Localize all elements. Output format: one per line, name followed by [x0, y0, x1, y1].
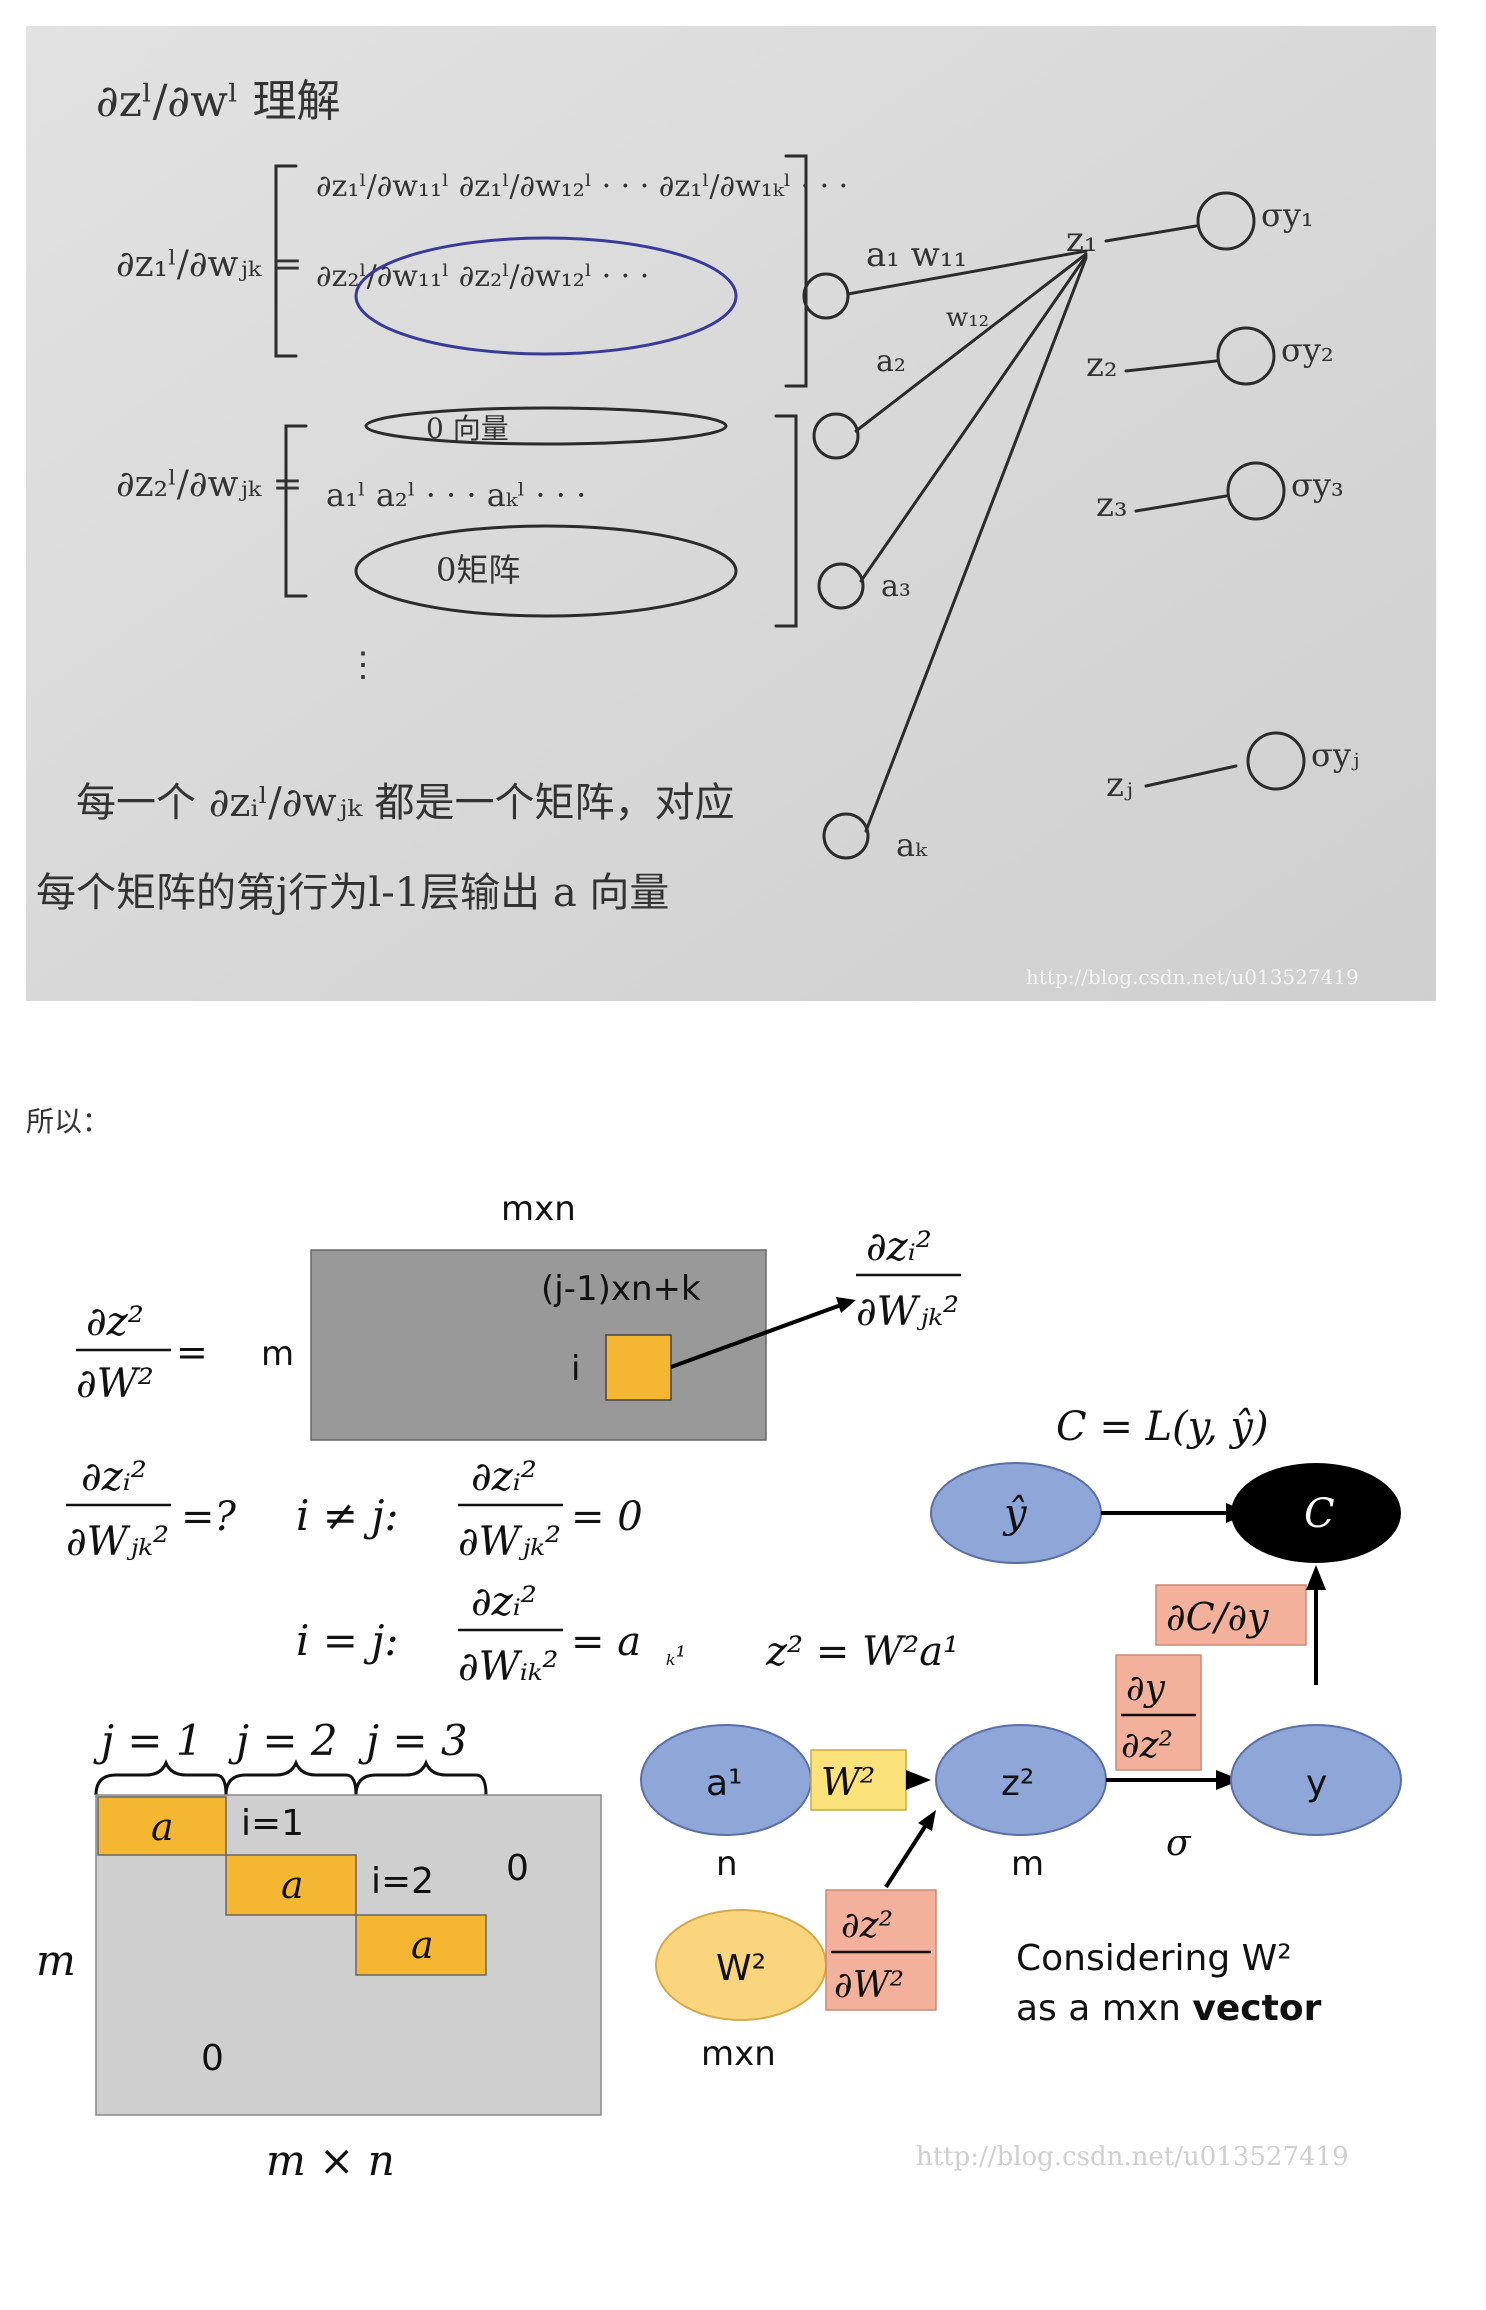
zero-upper: 0	[506, 1848, 529, 1889]
dydz-box	[1115, 1654, 1202, 1771]
svg-text:σyⱼ: σyⱼ	[1311, 736, 1359, 774]
svg-text:∂W²: ∂W²	[834, 1965, 904, 2006]
svg-text:∂Wᵢₖ²: ∂Wᵢₖ²	[458, 1644, 558, 1690]
svg-text:=: =	[176, 1330, 208, 1374]
photo-watermark: http://blog.csdn.net/u013527419	[1026, 965, 1359, 989]
svg-text:∂Wⱼₖ²: ∂Wⱼₖ²	[856, 1289, 959, 1335]
svg-text:∂Wⱼₖ²: ∂Wⱼₖ²	[66, 1519, 169, 1565]
eq-a-label: = a	[571, 1619, 641, 1665]
case-neq-label: i ≠ j:	[296, 1491, 399, 1540]
svg-text:∂z₁ˡ/∂w₁₁ˡ ∂z₁ˡ/∂w₁₂ˡ · · ·: ∂z₁ˡ/∂w₁₁ˡ ∂z₁ˡ/∂w₁₂ˡ · · · ∂z₁ˡ/∂w₁ₖˡ ·…	[316, 169, 848, 204]
handwritten-notes-photo: ∂zˡ/∂wˡ 理解 ∂z₁ˡ/∂w₁₁ˡ ∂z₁ˡ/∂w₁₂ˡ · · · ∂…	[26, 26, 1436, 1001]
i1-label: i=1	[241, 1803, 304, 1844]
yhat-label: ŷ	[1002, 1491, 1028, 1537]
svg-text:w₁₂: w₁₂	[946, 303, 989, 333]
svg-text:∂zᵢ²: ∂zᵢ²	[81, 1454, 147, 1500]
case-eq-label: i = j:	[296, 1616, 399, 1665]
sigma-label: σ	[1166, 1823, 1192, 1864]
considering-line-2-pre: as a mxn	[1016, 1988, 1192, 2029]
index-label: (j-1)xn+k	[541, 1269, 701, 1309]
svg-text:ₖ¹: ₖ¹	[666, 1642, 686, 1672]
block-a-1: a	[151, 1805, 174, 1849]
svg-text:σy₂: σy₂	[1281, 331, 1334, 369]
j2-label: j = 2	[228, 1716, 338, 1765]
block-a-2: a	[281, 1863, 304, 1907]
svg-text:z₂: z₂	[1086, 345, 1118, 385]
svg-text:aₖ: aₖ	[896, 826, 928, 864]
eq-zero: = 0	[571, 1494, 643, 1540]
question-eq: =?	[181, 1494, 237, 1540]
svg-text:∂z₂ˡ/∂wⱼₖ =: ∂z₂ˡ/∂wⱼₖ =	[116, 464, 303, 505]
m-row-label: m	[261, 1334, 294, 1374]
m-under-label: m	[1011, 1844, 1044, 1884]
w2-box-label: W²	[821, 1760, 875, 1804]
considering-line-1: Considering W²	[1016, 1938, 1292, 1979]
mxn-top-label: mxn	[501, 1189, 576, 1229]
svg-text:a₃: a₃	[881, 569, 911, 604]
svg-text:∂z₂ˡ/∂w₁₁ˡ ∂z₂ˡ/∂w₁₂ˡ · · ·: ∂z₂ˡ/∂w₁₁ˡ ∂z₂ˡ/∂w₁₂ˡ · · ·	[316, 259, 649, 294]
backprop-diagram: mxn (j-1)xn+k i m = ∂z² ∂W² ∂zᵢ² ∂Wⱼₖ² ∂…	[26, 1175, 1436, 2310]
m-side-label: m	[36, 1936, 76, 1985]
matrix-zero-label: 0矩阵	[436, 551, 520, 589]
cost-node	[1231, 1463, 1401, 1563]
svg-text:z₃: z₃	[1096, 485, 1128, 525]
j1-label: j = 1	[93, 1716, 203, 1765]
svg-text:as a mxn vector: as a mxn vector	[1016, 1988, 1322, 2029]
dcdy-box	[1155, 1584, 1307, 1646]
svg-text:∂z²: ∂z²	[86, 1299, 144, 1345]
zero-lower: 0	[201, 2038, 224, 2079]
mxn-bottom-label: m × n	[266, 2136, 395, 2185]
svg-text:∂z₁ˡ/∂wⱼₖ =: ∂z₁ˡ/∂wⱼₖ =	[116, 244, 303, 285]
jacobian-matrix-box	[310, 1249, 767, 1441]
note-line-1: 每一个 ∂zᵢˡ/∂wⱼₖ 都是一个矩阵，对应	[76, 780, 735, 826]
considering-line-2-bold: vector	[1192, 1988, 1321, 2029]
i-label: i	[571, 1349, 580, 1389]
svg-text:∂z²: ∂z²	[1121, 1725, 1173, 1766]
svg-text:∂y: ∂y	[1126, 1668, 1166, 1709]
svg-text:σy₁: σy₁	[1261, 196, 1314, 234]
caption-text: 所以：	[26, 1105, 111, 1138]
cost-equation: C = L(y, ŷ)	[1056, 1404, 1269, 1450]
svg-text:∂W²: ∂W²	[76, 1361, 154, 1407]
row-vector-zero-label: 0 向量	[426, 412, 509, 445]
dz2dw2-box	[825, 1889, 937, 2011]
n-label: n	[716, 1844, 738, 1884]
cost-label: C	[1304, 1491, 1335, 1537]
svg-text:a₁ w₁₁: a₁ w₁₁	[866, 235, 967, 275]
svg-text:σy₃: σy₃	[1291, 466, 1344, 504]
dcdy-label: ∂C/∂y	[1166, 1595, 1269, 1639]
note-line-2: 每个矩阵的第j行为l-1层输出 a 向量	[36, 870, 669, 916]
svg-text:∂zᵢ²: ∂zᵢ²	[471, 1579, 537, 1625]
svg-text:zⱼ: zⱼ	[1106, 765, 1133, 805]
svg-text:a₁ˡ a₂ˡ · · · aₖˡ ·: a₁ˡ a₂ˡ · · · aₖˡ · · ·	[326, 476, 586, 514]
svg-text:z₁: z₁	[1066, 220, 1098, 260]
w2-box	[810, 1749, 907, 1811]
diagram-watermark: http://blog.csdn.net/u013527419	[916, 2142, 1349, 2172]
svg-text:∂z²: ∂z²	[841, 1905, 893, 1946]
svg-text:∂zᵢ²: ∂zᵢ²	[471, 1454, 537, 1500]
svg-text:a₂: a₂	[876, 344, 906, 379]
svg-text:⋮: ⋮	[346, 645, 380, 685]
mxn-under-label: mxn	[701, 2034, 776, 2074]
heading-text: ∂zˡ/∂wˡ 理解	[96, 76, 341, 127]
w2-node-label: W²	[716, 1948, 766, 1989]
z-equation: z² = W²a¹	[765, 1629, 959, 1675]
j3-label: j = 3	[358, 1716, 468, 1765]
y-label: y	[1306, 1763, 1327, 1804]
y-node	[1230, 1724, 1402, 1836]
svg-text:∂Wⱼₖ²: ∂Wⱼₖ²	[458, 1519, 561, 1565]
z2-label: z²	[1001, 1763, 1034, 1804]
svg-text:∂zᵢ²: ∂zᵢ²	[866, 1224, 932, 1270]
element-cell	[605, 1334, 672, 1401]
a1-label: a¹	[706, 1763, 743, 1804]
i2-label: i=2	[371, 1861, 434, 1902]
block-a-3: a	[411, 1923, 434, 1967]
